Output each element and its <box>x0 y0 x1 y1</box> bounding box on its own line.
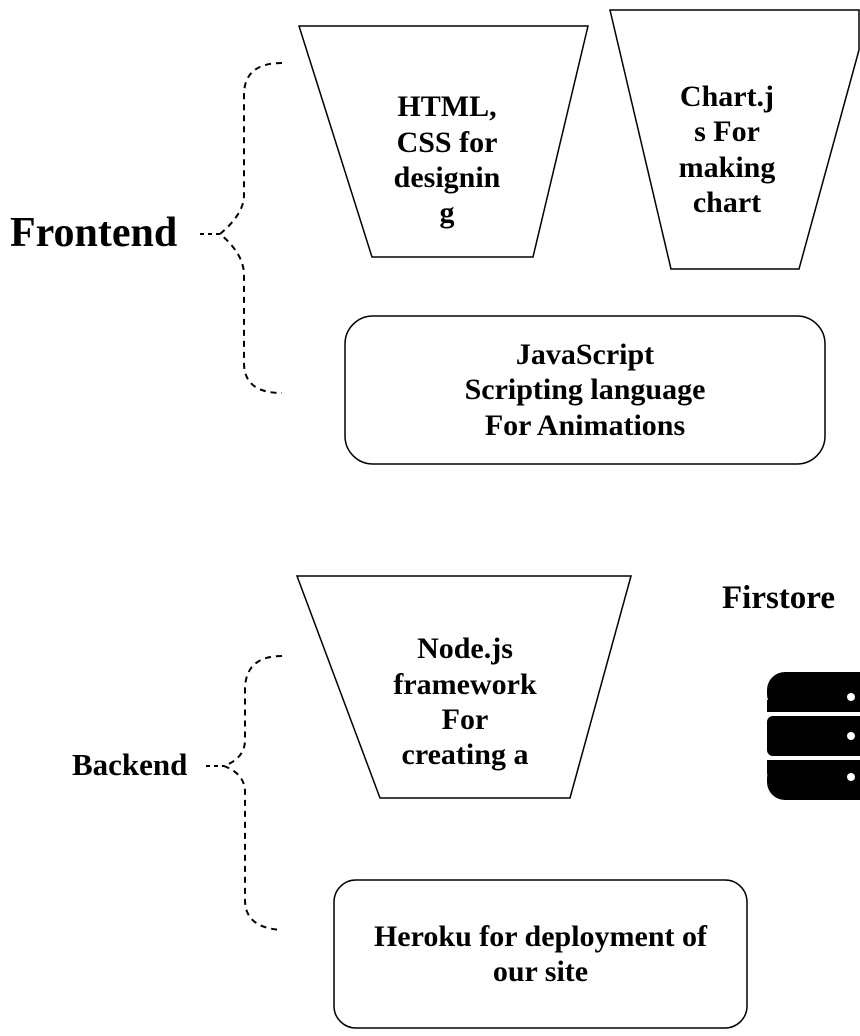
nodejs-text: Node.js framework For creating a <box>393 632 537 772</box>
database-icon <box>767 672 860 800</box>
nodejs-trapezoid <box>295 575 632 799</box>
chartjs-text: Chart.j s For making chart <box>678 79 776 219</box>
chartjs-trapezoid <box>609 9 860 270</box>
heroku-rect <box>333 879 748 1029</box>
html-css-text: HTML, CSS for designin g <box>393 90 501 230</box>
backend-brace <box>222 656 282 805</box>
frontend-brace <box>218 62 283 394</box>
database-label: Firstore <box>722 580 836 616</box>
frontend-label: Frontend <box>10 210 178 256</box>
javascript-text: JavaScript Scripting language For Animat… <box>464 337 706 442</box>
javascript-rect <box>344 315 826 465</box>
backend-label: Backend <box>72 747 188 782</box>
backend-brace-line <box>221 655 283 931</box>
html-css-trapezoid <box>297 25 589 258</box>
heroku-text: Heroku for deployment of our site <box>373 919 708 988</box>
